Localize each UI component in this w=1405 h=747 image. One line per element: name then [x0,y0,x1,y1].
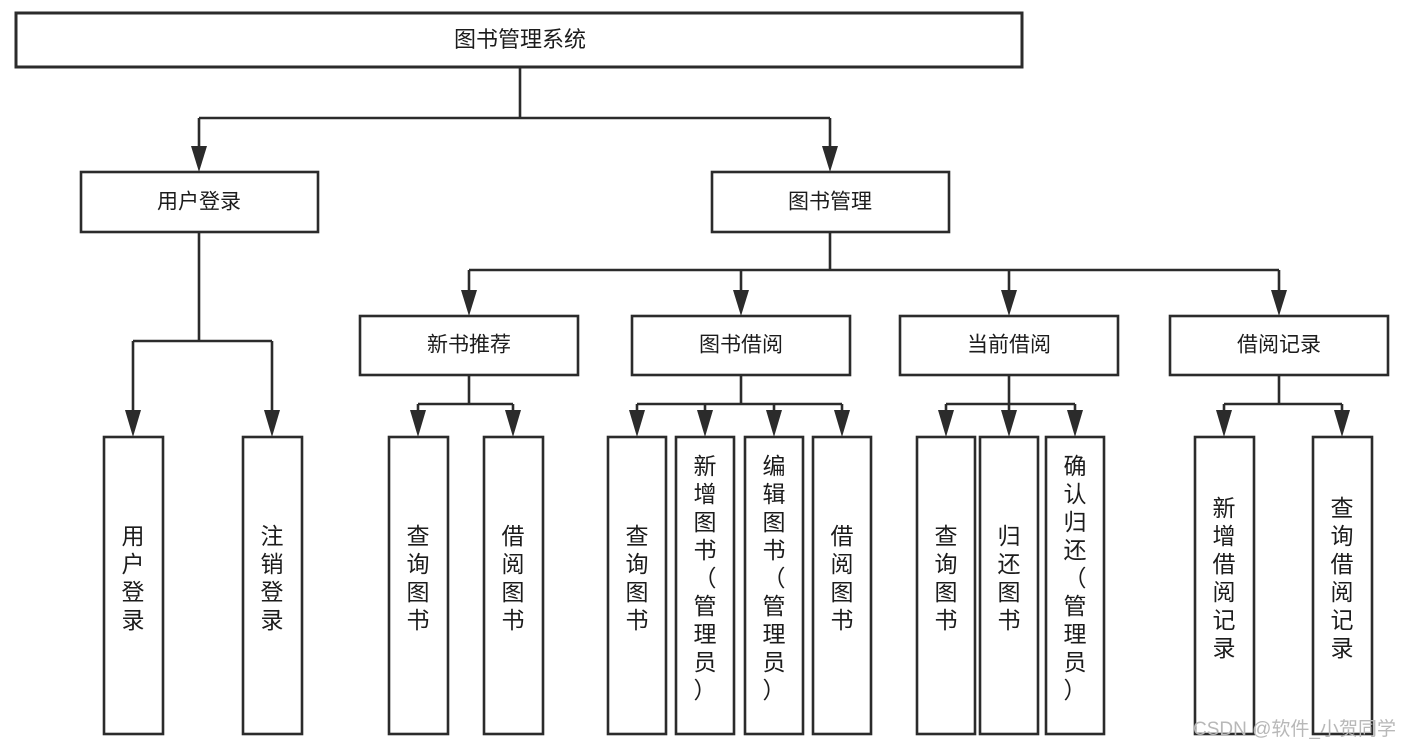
arrow-borrowrecord-leaf2 [1334,410,1350,437]
connector-currentborrow-to-leaves [938,375,1083,437]
arrow-bookborrow-leaf3 [766,410,782,437]
arrow-newbook-leaf1 [410,410,426,437]
arrow-leaf-logout [264,410,280,437]
connector-userlogin-to-leaves [125,232,280,437]
leaf-logout[interactable]: 注销登录 [241,435,304,736]
arrow-borrowrecord-leaf1 [1216,410,1232,437]
arrow-currentborrow-leaf3 [1067,410,1083,437]
node-book-borrow[interactable]: 图书借阅 [630,314,852,377]
connector-borrowrecord-to-leaves [1216,375,1350,437]
arrow-bookborrow-leaf1 [629,410,645,437]
leaf-user-login-box[interactable] [102,435,165,736]
leaf-currentborrow-query-book[interactable]: 查询图书 [915,435,977,736]
leaf-user-login[interactable]: 用户登录 [102,435,165,736]
leaf-bookborrow-edit-book-box[interactable] [743,435,805,736]
node-root-box[interactable] [14,11,1024,69]
node-new-book-recommend-box[interactable] [358,314,580,377]
node-user-login-label: 用户登录 [157,191,241,214]
leaf-bookborrow-borrow-book[interactable]: 借阅图书 [811,435,873,736]
arrow-book-manage [822,146,838,172]
node-root[interactable]: 图书管理系统 [14,11,1024,69]
leaf-currentborrow-query-book-box[interactable] [915,435,977,736]
leaf-bookborrow-edit-book-label: 编辑图书（管理员） [763,453,786,703]
leaf-borrowrecord-query-record-box[interactable] [1311,435,1374,736]
node-new-book-recommend[interactable]: 新书推荐 [358,314,580,377]
node-book-borrow-box[interactable] [630,314,852,377]
leaf-borrowrecord-add-record[interactable]: 新增借阅记录 [1193,435,1256,736]
leaf-bookborrow-query-book-box[interactable] [606,435,668,736]
arrow-leaf-user-login [125,410,141,437]
leaf-currentborrow-query-book-label: 查询图书 [935,523,958,633]
leaf-borrowrecord-add-record-box[interactable] [1193,435,1256,736]
node-new-book-recommend-label: 新书推荐 [427,334,511,357]
leaf-bookborrow-query-book-label: 查询图书 [626,523,649,633]
connector-newbook-to-leaves [410,375,521,437]
node-book-management[interactable]: 图书管理 [710,170,951,234]
node-current-borrow-box[interactable] [898,314,1120,377]
leaf-currentborrow-return-book-label: 归还图书 [998,523,1021,633]
arrow-currentborrow-leaf1 [938,410,954,437]
leaf-bookborrow-add-book[interactable]: 新增图书（管理员） [674,435,736,736]
node-user-login-box[interactable] [79,170,320,234]
watermark: CSDN @软件_小贺同学 [1193,718,1396,740]
arrow-newbook-leaf2 [505,410,521,437]
leaf-currentborrow-confirm-return[interactable]: 确认归还（管理员） [1044,435,1106,736]
node-user-login[interactable]: 用户登录 [79,170,320,234]
arrow-borrow-record [1271,290,1287,316]
arrow-bookborrow-leaf4 [834,410,850,437]
node-borrow-record[interactable]: 借阅记录 [1168,314,1390,377]
leaf-currentborrow-confirm-return-box[interactable] [1044,435,1106,736]
connector-bookmanage-to-level2 [461,232,1287,316]
leaf-borrowrecord-query-record-label: 查询借阅记录 [1331,495,1354,661]
node-current-borrow[interactable]: 当前借阅 [898,314,1120,377]
arrow-currentborrow-leaf2 [1001,410,1017,437]
node-root-label: 图书管理系统 [454,27,586,52]
leaf-currentborrow-confirm-return-label: 确认归还（管理员） [1064,453,1087,703]
node-borrow-record-box[interactable] [1168,314,1390,377]
leaf-currentborrow-return-book-box[interactable] [978,435,1040,736]
connector-bookborrow-to-leaves [629,375,850,437]
leaf-newbook-query-book-box[interactable] [387,435,450,736]
leaf-bookborrow-query-book[interactable]: 查询图书 [606,435,668,736]
leaf-logout-label: 注销登录 [261,523,284,633]
leaf-bookborrow-add-book-box[interactable] [674,435,736,736]
node-book-management-label: 图书管理 [788,191,872,214]
leaf-logout-box[interactable] [241,435,304,736]
arrow-current-borrow [1001,290,1017,316]
leaf-newbook-borrow-book[interactable]: 借阅图书 [482,435,545,736]
leaf-newbook-borrow-book-box[interactable] [482,435,545,736]
arrow-book-borrow [733,290,749,316]
node-borrow-record-label: 借阅记录 [1237,334,1321,357]
leaf-newbook-query-book-label: 查询图书 [407,523,430,633]
connector-root-to-level1 [191,67,838,172]
node-current-borrow-label: 当前借阅 [967,334,1051,357]
leaf-newbook-query-book[interactable]: 查询图书 [387,435,450,736]
leaf-newbook-borrow-book-label: 借阅图书 [502,523,525,633]
leaf-bookborrow-borrow-book-box[interactable] [811,435,873,736]
leaf-currentborrow-return-book[interactable]: 归还图书 [978,435,1040,736]
leaf-bookborrow-borrow-book-label: 借阅图书 [831,523,854,633]
arrow-newbook-recommend [461,290,477,316]
node-book-borrow-label: 图书借阅 [699,334,783,357]
arrow-user-login [191,146,207,172]
leaf-user-login-label: 用户登录 [122,523,145,633]
leaf-bookborrow-add-book-label: 新增图书（管理员） [694,453,717,703]
node-book-management-box[interactable] [710,170,951,234]
leaf-borrowrecord-query-record[interactable]: 查询借阅记录 [1311,435,1374,736]
leaf-bookborrow-edit-book[interactable]: 编辑图书（管理员） [743,435,805,736]
leaf-borrowrecord-add-record-label: 新增借阅记录 [1213,495,1236,661]
arrow-bookborrow-leaf2 [697,410,713,437]
